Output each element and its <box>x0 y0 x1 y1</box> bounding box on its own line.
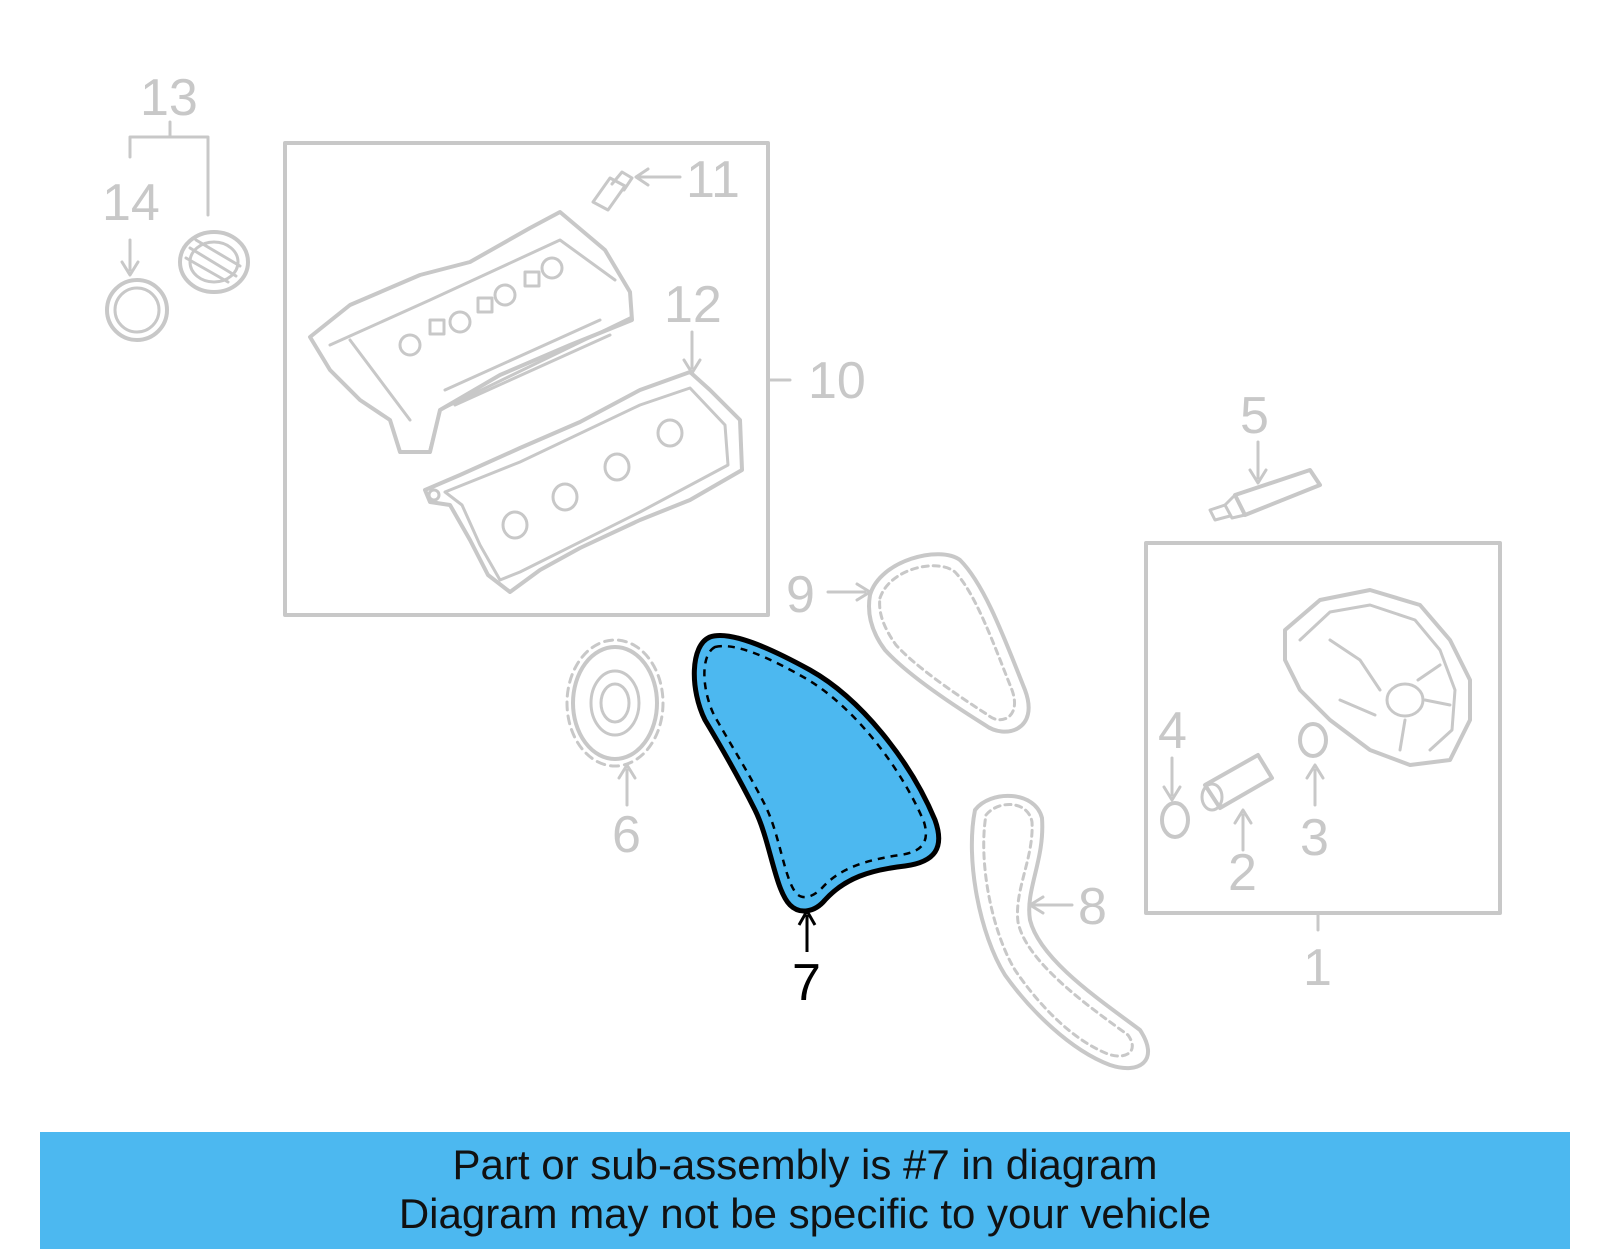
oil-cap-seal-ring-inner <box>113 286 161 334</box>
callout-11-label: 11 <box>686 151 740 209</box>
timing-chain-lower <box>969 794 1151 1071</box>
callout-4-label: 4 <box>1158 702 1187 760</box>
callout-7-label: 7 <box>792 954 821 1012</box>
dowel-pin <box>1200 753 1274 812</box>
callout-7-leader <box>797 909 817 952</box>
callout-6-label: 6 <box>612 806 641 864</box>
callout-4-leader <box>1162 756 1182 802</box>
chain-guide-links <box>703 644 928 899</box>
banner-line-1: Part or sub-assembly is #7 in diagram <box>452 1141 1158 1188</box>
callout-12-leader <box>682 330 702 375</box>
callout-10-label: 10 <box>808 352 866 410</box>
timing-cover <box>1283 588 1472 767</box>
callout-13-group: 13 14 <box>102 69 250 342</box>
callout-13-label: 13 <box>140 69 198 127</box>
callout-2-label: 2 <box>1228 844 1257 902</box>
valve-cover-bolt <box>591 170 634 212</box>
callout-12-label: 12 <box>664 276 722 334</box>
highlighted-part-7 <box>691 633 942 914</box>
timing-cover-box: 1 4 2 3 <box>1144 541 1502 997</box>
callout-9-leader <box>826 582 872 602</box>
callout-9-label: 9 <box>786 566 815 624</box>
camshaft-sprocket <box>565 638 665 768</box>
callout-8-label: 8 <box>1078 878 1107 936</box>
callout-14-leader <box>120 238 140 277</box>
callout-5-leader <box>1248 440 1268 485</box>
sealant-tube <box>1208 468 1322 522</box>
callout-14-label: 14 <box>102 174 160 232</box>
callout-13-leader <box>128 120 210 217</box>
oil-filler-cap <box>178 230 250 294</box>
callout-8-leader <box>1028 895 1074 915</box>
callout-6-leader <box>617 763 637 807</box>
callout-11-leader <box>634 167 682 187</box>
callout-2-leader <box>1233 808 1253 852</box>
box-1-frame <box>1144 541 1502 915</box>
callout-3-leader <box>1305 763 1325 807</box>
valve-cover-gasket <box>423 370 744 594</box>
callout-3-label: 3 <box>1300 809 1329 867</box>
timing-chain-upper <box>866 552 1031 734</box>
callout-5-label: 5 <box>1240 387 1269 445</box>
o-ring <box>1298 722 1328 758</box>
o-ring-small <box>1160 801 1190 839</box>
chain-guide-fill <box>691 633 942 914</box>
valve-cover <box>308 210 634 454</box>
callout-1-label: 1 <box>1303 939 1332 997</box>
info-banner: Part or sub-assembly is #7 in diagram Di… <box>40 1132 1570 1249</box>
oil-cap-seal-ring <box>105 278 169 342</box>
valve-cover-box: 10 11 12 <box>283 141 866 617</box>
banner-line-2: Diagram may not be specific to your vehi… <box>398 1190 1212 1237</box>
